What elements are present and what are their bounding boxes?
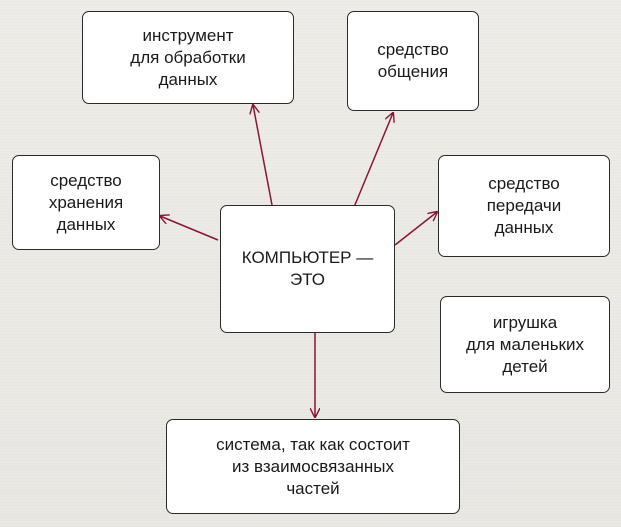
arrow-to-storage: [160, 216, 219, 241]
node-toy: игрушка для маленьких детей: [440, 296, 610, 393]
arrow-to-communication: [351, 113, 393, 213]
arrow-to-tool: [253, 105, 273, 206]
node-tool: инструмент для обработки данных: [82, 11, 294, 104]
node-storage: средство хранения данных: [12, 155, 160, 250]
node-center: КОМПЬЮТЕР — ЭТО: [220, 205, 395, 333]
node-communication: средство общения: [347, 11, 479, 111]
node-transmission: средство передачи данных: [438, 155, 610, 257]
node-system: система, так как состоит из взаимосвязан…: [166, 419, 460, 514]
arrow-to-transmission: [394, 212, 437, 246]
